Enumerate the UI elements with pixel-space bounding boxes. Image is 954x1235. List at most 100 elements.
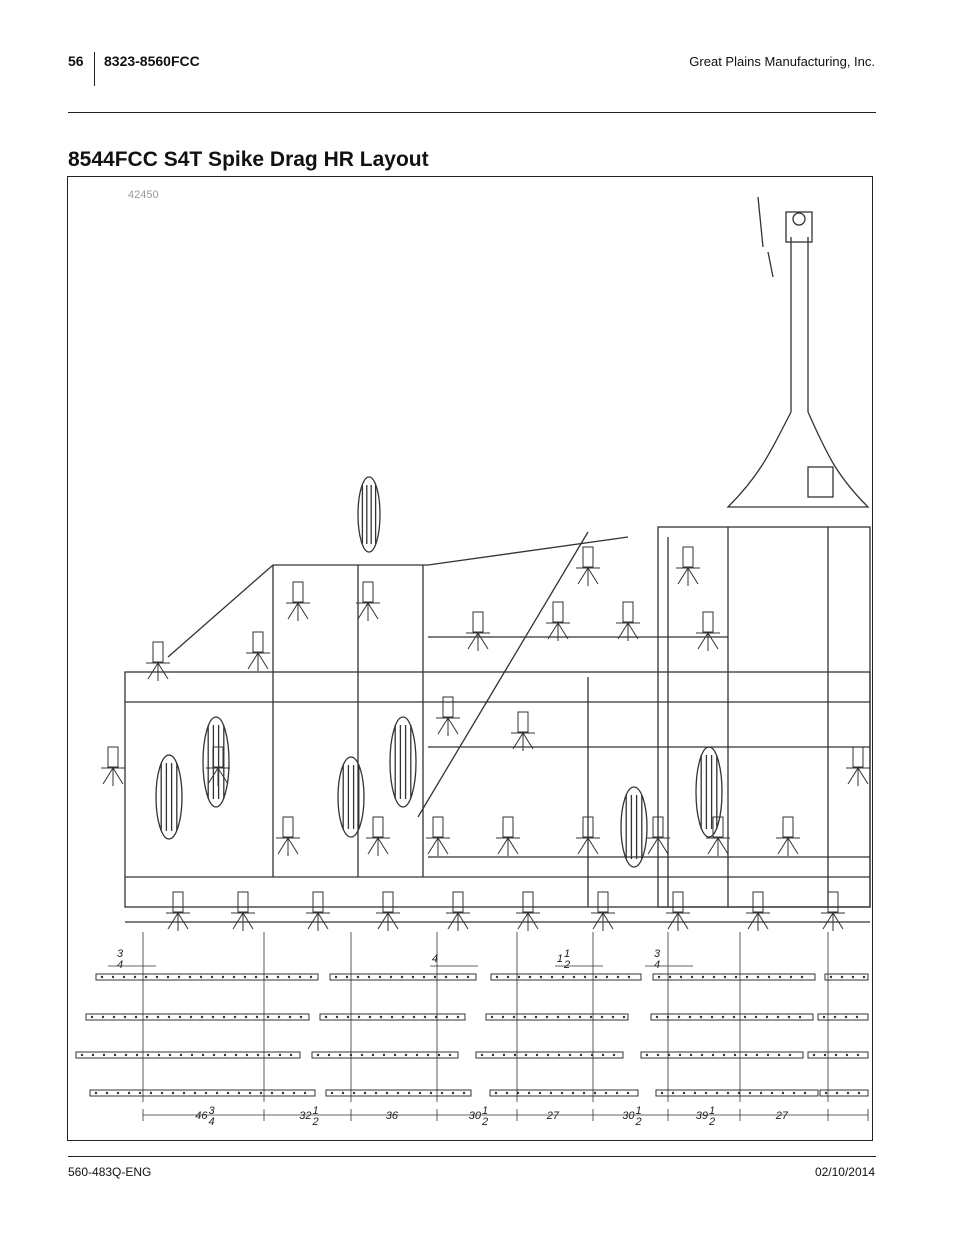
- svg-text:27: 27: [546, 1110, 560, 1122]
- spike-shank: [696, 611, 720, 651]
- svg-text:1: 1: [564, 948, 570, 960]
- footer-rule: [68, 1156, 876, 1157]
- svg-text:4: 4: [117, 959, 123, 971]
- svg-text:30: 30: [622, 1110, 635, 1122]
- spike-shank: [646, 816, 670, 856]
- publication-date: 02/10/2014: [814, 1165, 875, 1179]
- spike-shank: [356, 581, 380, 621]
- spike-drag-bar: [640, 1051, 804, 1059]
- offset-dimension: 4: [432, 953, 438, 965]
- spike-shank: [666, 891, 690, 931]
- spike-shank: [231, 891, 255, 931]
- svg-text:1: 1: [313, 1105, 319, 1117]
- spike-shank: [101, 746, 125, 786]
- offset-dimension: 34: [654, 948, 661, 971]
- svg-text:39: 39: [696, 1110, 708, 1122]
- spike-drag-bar: [85, 1013, 310, 1021]
- spike-shank: [206, 746, 230, 786]
- figure-id: 42450: [128, 189, 159, 201]
- svg-text:2: 2: [708, 1116, 715, 1128]
- spike-shank: [591, 891, 615, 931]
- spike-shank: [746, 891, 770, 931]
- spike-drag-bar: [489, 1089, 639, 1097]
- svg-text:2: 2: [312, 1116, 319, 1128]
- transport-wheel: [695, 746, 723, 838]
- document-number: 560-483Q-ENG: [68, 1165, 152, 1179]
- spike-shank: [146, 641, 170, 681]
- spike-shank: [436, 696, 460, 736]
- spike-drag-bar: [817, 1013, 869, 1021]
- svg-text:46: 46: [195, 1110, 208, 1122]
- transport-wheel: [337, 756, 365, 838]
- spike-shank: [676, 546, 700, 586]
- spike-shank: [576, 816, 600, 856]
- section-title: 8544FCC S4T Spike Drag HR Layout: [68, 148, 429, 171]
- svg-text:2: 2: [481, 1116, 488, 1128]
- transport-wheel: [389, 716, 417, 808]
- spike-shank: [466, 611, 490, 651]
- spike-drag-bar: [311, 1051, 459, 1059]
- spike-shank: [576, 546, 600, 586]
- spike-shank: [276, 816, 300, 856]
- svg-text:36: 36: [386, 1110, 399, 1122]
- page-number: 56: [68, 53, 84, 69]
- spike-drag-bar: [319, 1013, 466, 1021]
- tongue-hitch: [726, 196, 870, 508]
- svg-text:32: 32: [299, 1110, 311, 1122]
- spike-shank: [286, 581, 310, 621]
- svg-text:30: 30: [469, 1110, 482, 1122]
- spike-drag-bar: [655, 1089, 819, 1097]
- spike-shank: [516, 891, 540, 931]
- spike-drag-bar: [95, 973, 319, 981]
- header-rule: [68, 112, 876, 113]
- svg-text:2: 2: [635, 1116, 642, 1128]
- spike-drag-bar: [819, 1089, 869, 1097]
- spike-shank: [246, 631, 270, 671]
- spike-shank: [616, 601, 640, 641]
- spike-shank: [846, 746, 870, 786]
- svg-text:4: 4: [209, 1116, 215, 1128]
- spike-shank: [706, 816, 730, 856]
- spike-drag-bar: [824, 973, 869, 981]
- main-frame: [124, 526, 871, 923]
- spike-drag-bar: [490, 973, 642, 981]
- spacing-dimension: 27: [546, 1110, 560, 1122]
- spike-drag-bar: [485, 1013, 629, 1021]
- spike-drag-bar: [75, 1051, 301, 1059]
- model-number: 8323-8560FCC: [104, 53, 200, 69]
- svg-text:4: 4: [654, 959, 660, 971]
- svg-text:1: 1: [482, 1105, 488, 1117]
- spike-drag-bar: [325, 1089, 472, 1097]
- transport-wheel: [202, 716, 230, 808]
- spike-shank: [776, 816, 800, 856]
- company-name: Great Plains Manufacturing, Inc.: [689, 54, 875, 69]
- svg-text:3: 3: [654, 948, 661, 960]
- layout-figure-frame: [67, 176, 873, 1141]
- offset-dimension: 34: [117, 948, 124, 971]
- svg-text:27: 27: [775, 1110, 789, 1122]
- spike-drag-bar: [652, 973, 816, 981]
- spike-drag-bar: [650, 1013, 814, 1021]
- svg-text:1: 1: [636, 1105, 642, 1117]
- spike-drag-bar: [807, 1051, 869, 1059]
- transport-wheel: [357, 476, 381, 553]
- spike-shank: [426, 816, 450, 856]
- spacing-dimension: 27: [775, 1110, 789, 1122]
- spike-shank: [306, 891, 330, 931]
- transport-wheel: [155, 754, 183, 840]
- spike-shank: [496, 816, 520, 856]
- spike-shank: [446, 891, 470, 931]
- spike-shank: [166, 891, 190, 931]
- svg-text:3: 3: [117, 948, 124, 960]
- spike-drag-bar: [329, 973, 477, 981]
- spike-shank: [511, 711, 535, 751]
- spike-shank: [376, 891, 400, 931]
- header-divider: [94, 52, 95, 86]
- spike-drag-bar: [89, 1089, 316, 1097]
